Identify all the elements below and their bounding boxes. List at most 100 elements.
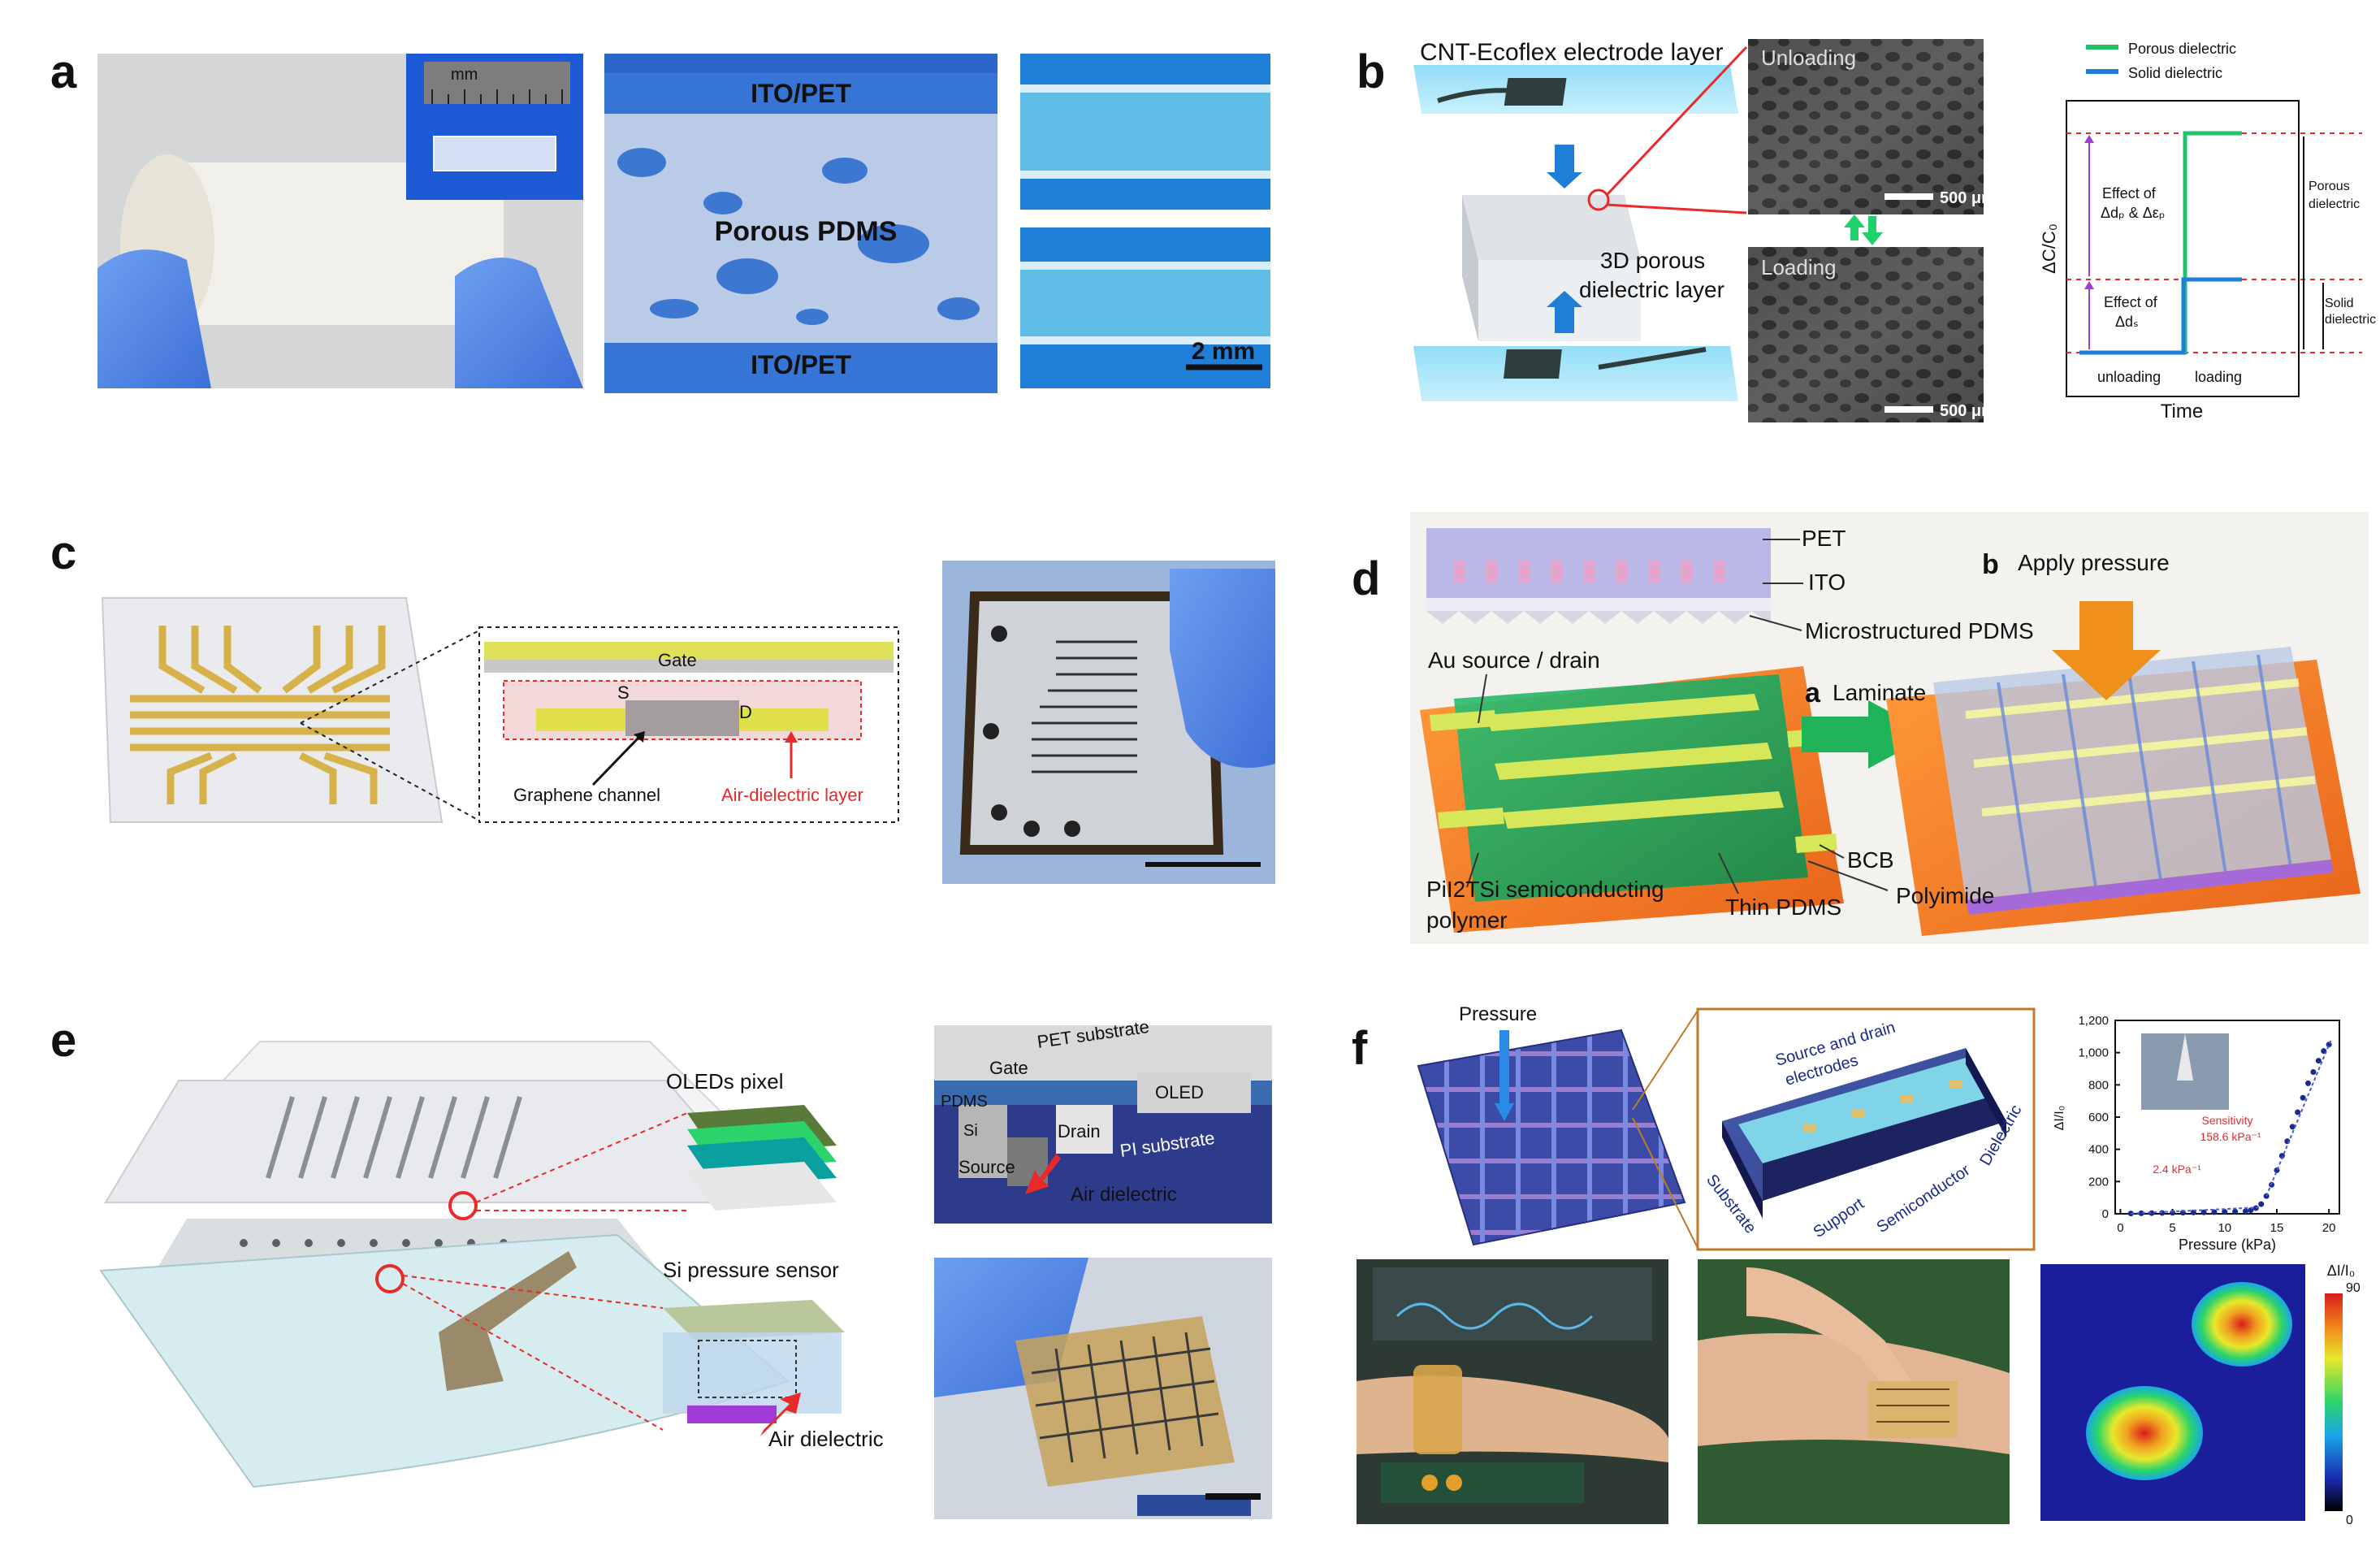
panel-b-swap-arrows [1844, 214, 1883, 245]
panel-d-step-b: b [1982, 549, 1999, 580]
panel-a: a mm [50, 45, 1270, 393]
panel-a-small-photos: 2 mm [1020, 54, 1270, 388]
panel-a-foam-photo: mm [97, 54, 583, 388]
panel-c-air-label: Air-dielectric layer [721, 785, 863, 805]
panel-c-device-photo [942, 561, 1275, 884]
chart-ylabel: ΔI/I₀ [2053, 1106, 2066, 1131]
chart-point [2148, 1210, 2155, 1216]
chart-point [2315, 1058, 2322, 1064]
panel-c-source-label: S [617, 682, 630, 703]
panel-b-dielectric-line1: 3D porous [1600, 248, 1705, 273]
chart-point [2289, 1124, 2296, 1130]
panel-b-effect2-line2: Δdₛ [2115, 314, 2139, 330]
chart-ytick-label: 0 [2102, 1207, 2109, 1221]
chart-ytick-label: 800 [2088, 1078, 2109, 1092]
panel-f-sensor-array: Pressure [1417, 1003, 1698, 1249]
chart-point [2159, 1210, 2166, 1216]
panel-e-si-label: Si [963, 1122, 978, 1140]
panel-d-laminate-label: Laminate [1833, 680, 1926, 705]
panel-d-semi-line1: PiI2TSi semiconducting [1426, 877, 1664, 902]
chart-point [2278, 1153, 2285, 1159]
panel-d-ito-label: ITO [1808, 570, 1846, 595]
panel-f-photo-finger [1698, 1259, 2010, 1524]
panel-b-x-loading: loading [2195, 369, 2242, 385]
chart-point [2248, 1207, 2254, 1214]
chart-point [2242, 1208, 2248, 1215]
panel-f: f Pressure Source and drain electrodes D… [1352, 1003, 2361, 1527]
panel-b-sem-images: Unloading 500 μm Loading 500 μm [1748, 39, 1996, 422]
panel-e-air-dielectric-label: Air dielectric [768, 1427, 884, 1451]
panel-b-ylabel: ΔC/C₀ [2039, 223, 2059, 274]
panel-c-device-array [101, 597, 480, 823]
chart-ytick-label: 400 [2088, 1143, 2109, 1157]
panel-b-x-unloading: unloading [2097, 369, 2161, 385]
panel-d-pressure-arrow [2052, 601, 2161, 700]
panel-e-oled-pixel-label: OLEDs pixel [666, 1069, 784, 1094]
panel-f-transistor-inset: Source and drain electrodes Dielectric S… [1696, 1007, 2036, 1251]
chart-xtick-label: 10 [2218, 1221, 2231, 1235]
chart-point [2258, 1201, 2265, 1207]
panel-d-step-a: a [1805, 678, 1821, 708]
panel-d: d [1352, 512, 2369, 944]
panel-c-gate-label: Gate [658, 650, 697, 670]
panel-b: b CNT-Ecoflex electrode layer 3D porous … [1357, 39, 2376, 422]
panel-d-au-label: Au source / drain [1428, 648, 1600, 673]
panel-label-c: c [50, 526, 76, 579]
heatmap-colorbar-max: 90 [2346, 1281, 2361, 1295]
panel-f-photo-wrist [1357, 1259, 1668, 1524]
panel-b-legend-solid: Solid dielectric [2128, 65, 2222, 81]
heatmap-colorbar-min: 0 [2346, 1514, 2353, 1527]
chart-sensitivity-line1: Sensitivity [2201, 1114, 2252, 1127]
panel-f-heatmap: ΔI/I₀ 90 0 [2040, 1263, 2361, 1527]
panel-b-sem-top-label: Unloading [1761, 45, 1856, 70]
panel-b-sem-top-scale: 500 μm [1940, 189, 1996, 207]
chart-xlabel: Pressure (kPa) [2179, 1237, 2276, 1253]
chart-point [2200, 1209, 2207, 1215]
chart-xtick-label: 15 [2270, 1221, 2284, 1235]
panel-a-cross-section: ITO/PET Porous PDMS ITO/PET [604, 54, 997, 393]
panel-a-label-bottom: ITO/PET [751, 350, 851, 379]
panel-b-electrode-label: CNT-Ecoflex electrode layer [1420, 39, 1723, 66]
chart-point [2222, 1209, 2228, 1215]
panel-d-thin-pdms-label: Thin PDMS [1725, 894, 1841, 920]
chart-point [2295, 1109, 2301, 1115]
panel-d-polyimide-label: Polyimide [1896, 883, 1994, 908]
panel-a-ruler-unit: mm [451, 66, 478, 84]
chart-ytick-label: 1,000 [2078, 1046, 2109, 1060]
chart-point [2211, 1209, 2218, 1215]
panel-e-cross-section: PET substrate Gate PDMS Si Drain OLED So… [934, 1016, 1272, 1224]
chart-ytick-label: 1,200 [2078, 1014, 2109, 1028]
panel-c-drain-label: D [739, 702, 752, 722]
panel-e-gate-label: Gate [989, 1058, 1028, 1078]
panel-e-source-label: Source [958, 1157, 1015, 1177]
panel-e-si-sensor-label: Si pressure sensor [663, 1258, 839, 1282]
chart-fit-low [2131, 1206, 2261, 1215]
panel-a-label-middle: Porous PDMS [715, 216, 898, 247]
panel-b-sem-bottom-scale: 500 μm [1940, 402, 1996, 420]
chart-points [2127, 1039, 2332, 1217]
panel-b-right-porous-line2: dielectric [2309, 197, 2360, 211]
panel-label-d: d [1352, 552, 1380, 605]
panel-b-right-porous-line1: Porous [2309, 180, 2350, 193]
panel-f-pressure-label: Pressure [1459, 1003, 1537, 1025]
chart-low-sensitivity: 2.4 kPa⁻¹ [2153, 1163, 2201, 1176]
panel-d-micro-pdms-label: Microstructured PDMS [1805, 618, 2034, 643]
panel-d-apply-label: Apply pressure [2018, 550, 2170, 575]
heatmap-label: ΔI/I₀ [2327, 1263, 2356, 1279]
heatmap-colorbar [2325, 1293, 2343, 1511]
panel-b-legend-porous: Porous dielectric [2128, 41, 2236, 57]
panel-c-transistor-inset: Gate S D Graphene channel Air-dielectric… [478, 626, 899, 823]
panel-b-step-plot: Porous dielectric Solid dielectric Effec… [2039, 41, 2376, 422]
chart-xtick-label: 0 [2117, 1221, 2123, 1235]
panel-b-xlabel: Time [2161, 401, 2203, 422]
panel-e-oled-label: OLED [1155, 1082, 1204, 1102]
chart-point [2304, 1080, 2311, 1086]
chart-ytick-label: 200 [2088, 1175, 2109, 1189]
chart-point [2300, 1094, 2306, 1101]
panel-b-effect1-line1: Effect of [2102, 185, 2157, 201]
chart-point [2232, 1208, 2239, 1215]
chart-ytick-label: 600 [2088, 1111, 2109, 1124]
panel-label-b: b [1357, 45, 1385, 98]
